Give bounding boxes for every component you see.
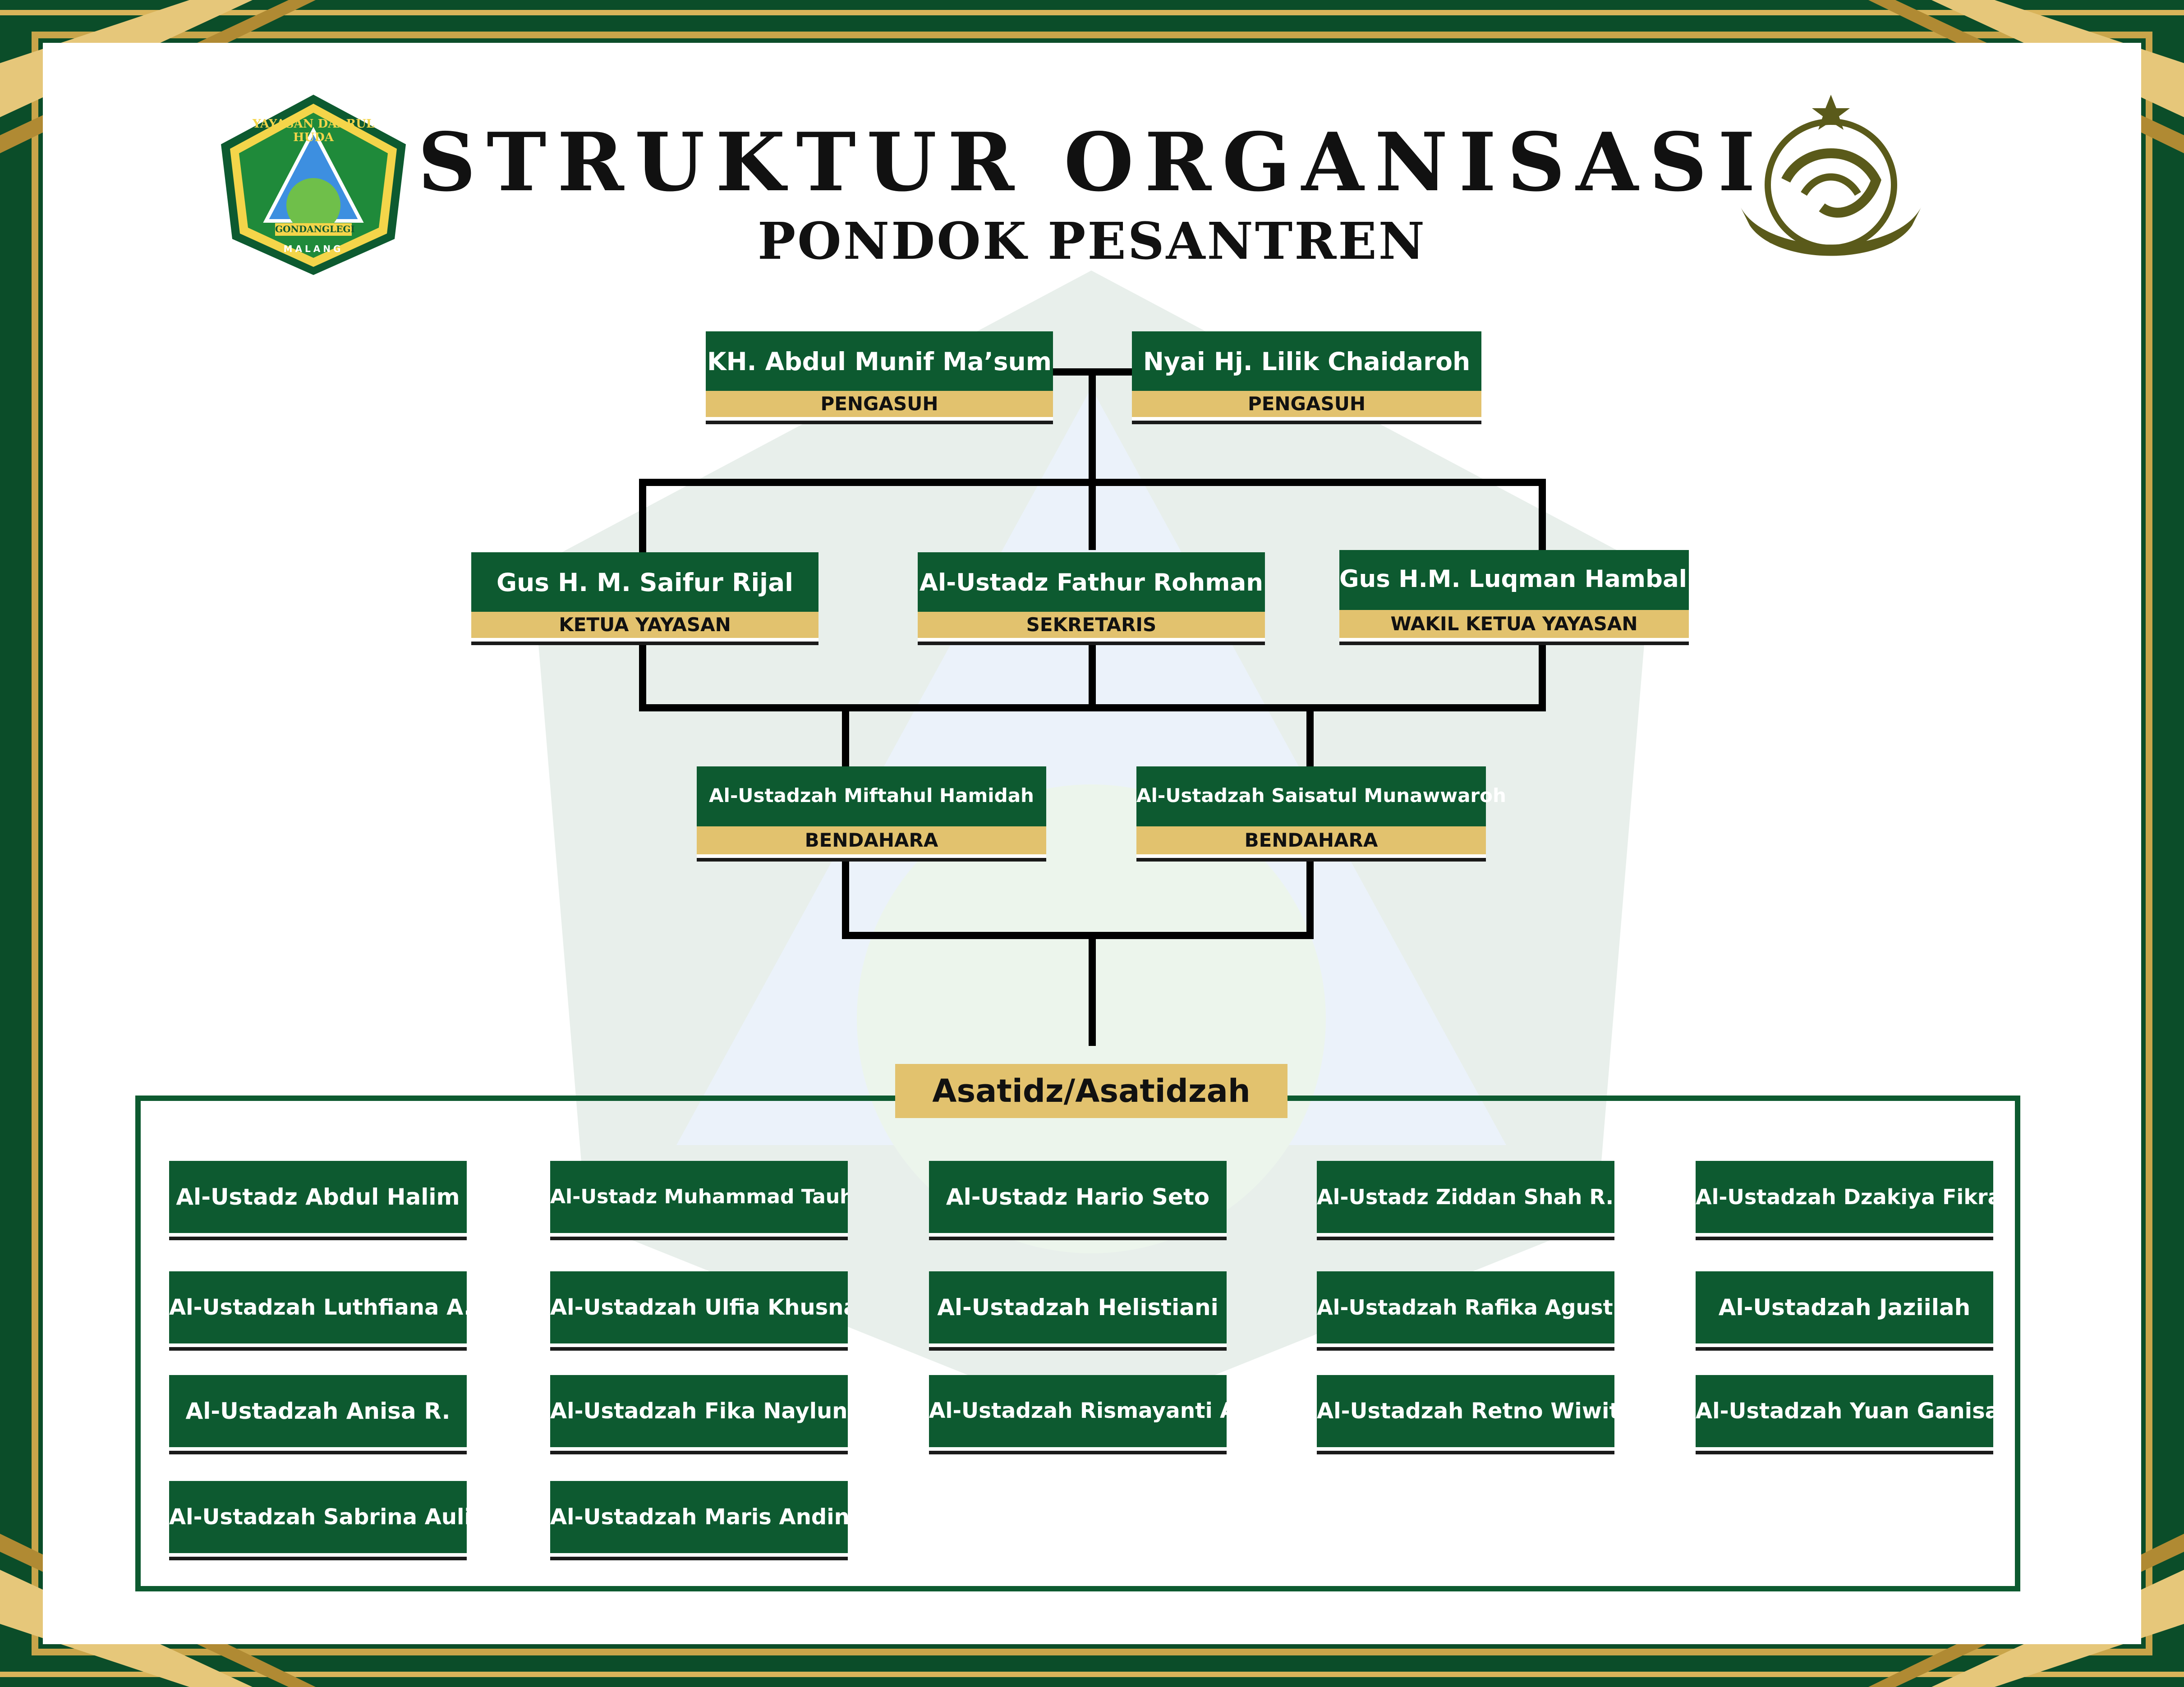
- board-role: WAKIL KETUA YAYASAN: [1339, 610, 1689, 638]
- leader-card: KH. Abdul Munif Ma’sum PENGASUH: [706, 331, 1053, 417]
- teacher-card: Al-Ustadzah Rafika Agustin: [1317, 1271, 1614, 1343]
- treasurer-card: Al-Ustadzah Miftahul Hamidah BENDAHARA: [697, 766, 1046, 854]
- teacher-card: Al-Ustadzah Ulfia Khusna: [550, 1271, 848, 1343]
- teacher-card: Al-Ustadzah Rismayanti A.: [929, 1375, 1227, 1447]
- logo-bottom-text: MALANG: [283, 243, 344, 254]
- teacher-card: Al-Ustadzah Helistiani: [929, 1271, 1227, 1343]
- yayasan-daarul-huda-emblem-icon: [221, 95, 406, 275]
- calligraphy-logo: [1732, 90, 1930, 280]
- logo-ribbon-text: GONDANGLEGI: [275, 224, 355, 234]
- logo-arc-text: YAYASAN DAARUL HUDA: [252, 117, 375, 144]
- leader-name: Nyai Hj. Lilik Chaidaroh: [1143, 347, 1471, 376]
- treasurer-card: Al-Ustadzah Saisatul Munawwaroh BENDAHAR…: [1136, 766, 1506, 854]
- board-card: Gus H. M. Saifur Rijal KETUA YAYASAN: [471, 552, 818, 638]
- yayasan-logo: YAYASAN DAARUL HUDA GONDANGLEGI MALANG: [216, 90, 410, 280]
- leader-role: PENGASUH: [1132, 391, 1481, 417]
- page-subtitle: PONDOK PESANTREN: [757, 212, 1427, 271]
- board-card: Gus H.M. Luqman Hambali WAKIL KETUA YAYA…: [1339, 550, 1696, 638]
- teacher-card: Al-Ustadzah Dzakiya Fikra: [1696, 1161, 1993, 1233]
- arabic-calligraphy-seal-icon: [1741, 95, 1921, 256]
- teacher-card: Al-Ustadzah Luthfiana A.: [169, 1271, 467, 1343]
- teacher-card: Al-Ustadzah Retno Wiwit: [1317, 1375, 1614, 1447]
- board-name: Gus H. M. Saifur Rijal: [497, 568, 793, 597]
- teacher-card: Al-Ustadzah Anisa R.: [169, 1375, 467, 1447]
- teacher-card: Al-Ustadz Hario Seto: [929, 1161, 1227, 1233]
- teacher-card: Al-Ustadzah Yuan Ganisa: [1696, 1375, 1993, 1447]
- board-role: KETUA YAYASAN: [471, 612, 818, 638]
- treasurer-role: BENDAHARA: [697, 826, 1046, 854]
- teacher-card: Al-Ustadzah Jaziilah: [1696, 1271, 1993, 1343]
- leader-role: PENGASUH: [706, 391, 1053, 417]
- board-card: Al-Ustadz Fathur Rohman SEKRETARIS: [918, 552, 1265, 638]
- teacher-card: Al-Ustadzah Sabrina Aulia: [169, 1481, 467, 1553]
- teacher-card: Al-Ustadz Muhammad Tauhid: [550, 1161, 848, 1233]
- teacher-card: Al-Ustadzah Maris Andina: [550, 1481, 848, 1553]
- page-title: STRUKTUR ORGANISASI: [418, 115, 1766, 209]
- teacher-card: Al-Ustadz Ziddan Shah R. P.: [1317, 1161, 1614, 1233]
- board-name: Al-Ustadz Fathur Rohman: [919, 569, 1264, 596]
- leader-card: Nyai Hj. Lilik Chaidaroh PENGASUH: [1132, 331, 1481, 417]
- board-role: SEKRETARIS: [918, 612, 1265, 638]
- teacher-card: Al-Ustadz Abdul Halim: [169, 1161, 467, 1233]
- treasurer-role: BENDAHARA: [1136, 826, 1486, 854]
- board-name: Gus H.M. Luqman Hambali: [1339, 565, 1696, 593]
- treasurer-name: Al-Ustadzah Miftahul Hamidah: [709, 784, 1034, 807]
- treasurer-name: Al-Ustadzah Saisatul Munawwaroh: [1136, 784, 1506, 807]
- leader-name: KH. Abdul Munif Ma’sum: [707, 347, 1052, 376]
- teacher-card: Al-Ustadzah Fika Nayluna: [550, 1375, 848, 1447]
- asatidz-label: Asatidz/Asatidzah: [895, 1064, 1287, 1118]
